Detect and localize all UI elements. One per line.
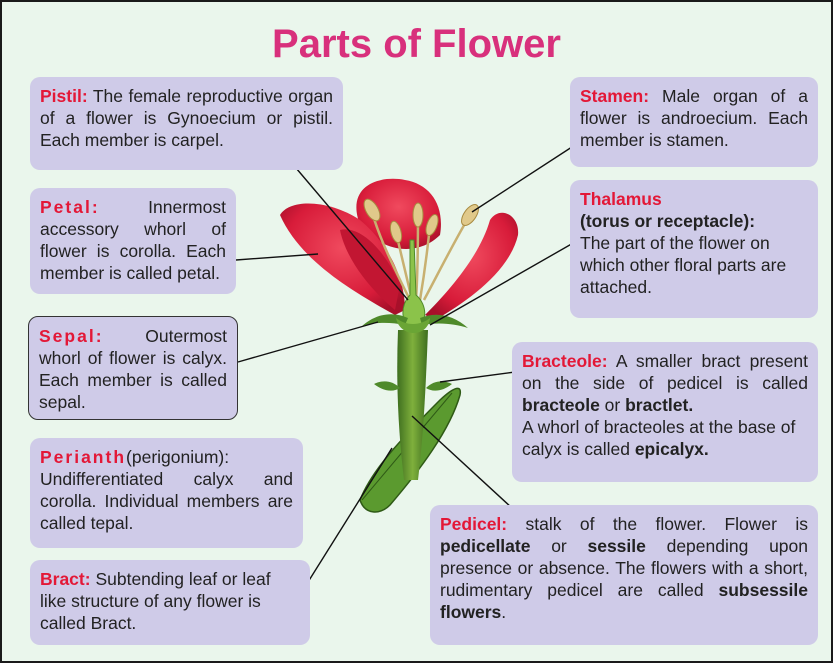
perianth-term: Perianth (40, 447, 126, 467)
sepal-box: Sepal: Outermost whorl of flower is caly… (28, 316, 238, 420)
bracteole-term: Bracteole (522, 351, 602, 371)
pistil-term: Pistil (40, 86, 82, 106)
petal-description: Petal: Innermost accessory whorl of flow… (40, 196, 226, 284)
pedicel-box: Pedicel: stalk of the flower. Flower is … (430, 505, 818, 645)
bract-description: Bract: Subtending leaf or leaf like stru… (40, 568, 300, 634)
stamen-term: Stamen (580, 86, 643, 106)
pedicel-bold2: sessile (587, 536, 645, 556)
sepal-term: Sepal (39, 326, 96, 346)
petal-box: Petal: Innermost accessory whorl of flow… (30, 188, 236, 294)
bract-box: Bract: Subtending leaf or leaf like stru… (30, 560, 310, 645)
thalamus-box: Thalamus (torus or receptacle): The part… (570, 180, 818, 318)
pedicel-or: or (530, 536, 587, 556)
thalamus-term: Thalamus (580, 188, 808, 210)
bracteole-or: or (600, 395, 625, 415)
bracteole-description: Bracteole: A smaller bract present on th… (522, 350, 808, 416)
perianth-description: Perianth(perigonium): Undifferentiated c… (40, 446, 293, 534)
bracteole-box: Bracteole: A smaller bract present on th… (512, 342, 818, 482)
pedicel-term: Pedicel (440, 514, 501, 534)
epicalyx-description: A whorl of bracteoles at the base of cal… (522, 416, 808, 460)
thalamus-text: The part of the flower on which other fl… (580, 232, 808, 298)
pedicel-description: Pedicel: stalk of the flower. Flower is … (440, 513, 808, 623)
petal-term: Petal (40, 197, 92, 217)
sepal-description: Sepal: Outermost whorl of flower is caly… (39, 325, 227, 413)
pedicel-bold1: pedicellate (440, 536, 530, 556)
stamen-description: Stamen: Male organ of a flower is androe… (580, 85, 808, 151)
bract-term: Bract (40, 569, 85, 589)
pistil-description: Pistil: The female reproductive organ of… (40, 85, 333, 151)
perianth-box: Perianth(perigonium): Undifferentiated c… (30, 438, 303, 548)
bracteole-bold3: epicalyx. (635, 439, 709, 459)
pistil-box: Pistil: The female reproductive organ of… (30, 77, 343, 170)
stamen-box: Stamen: Male organ of a flower is androe… (570, 77, 818, 167)
bracteole-bold2: bractlet. (625, 395, 693, 415)
pedicel-text1: stalk of the flower. Flower is (507, 514, 808, 534)
bracteole-bold1: bracteole (522, 395, 600, 415)
thalamus-subtitle: (torus or receptacle): (580, 210, 808, 232)
bracteole (374, 381, 400, 390)
pedicel-end: . (501, 602, 506, 622)
